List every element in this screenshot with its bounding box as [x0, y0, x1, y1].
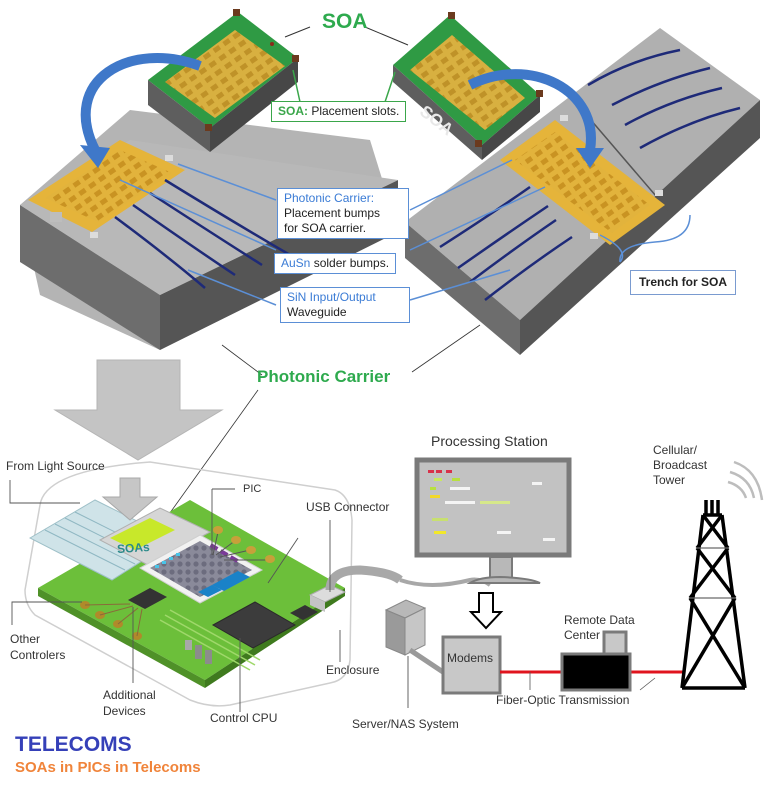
callout-highlight: Photonic Carrier: [284, 191, 375, 205]
usb-cable [325, 565, 403, 591]
enclosure-outline [24, 461, 353, 707]
label-tower-1: Cellular/ [653, 443, 698, 457]
radio-waves-icon [727, 460, 764, 501]
footer-title: TELECOMS [15, 733, 132, 756]
callout-highlight: AuSn [281, 256, 311, 270]
callout-ausn-solder-bumps: AuSn solder bumps. [274, 253, 397, 274]
footer-subtitle: SOAs in PICs in Telecoms [15, 759, 201, 776]
callout-highlight: SOA: [278, 104, 308, 118]
right-placement-arrow [467, 69, 596, 151]
soa-title: SOA [322, 10, 368, 33]
left-photonic-carrier [20, 110, 398, 350]
callout-photonic-carrier-bumps: Photonic Carrier: Placement bumps for SO… [277, 188, 409, 239]
label-tower-2: Broadcast [653, 458, 708, 472]
label-usb-connector: USB Connector [306, 500, 390, 514]
modems-down-arrow [468, 592, 504, 630]
callout-sin-waveguide: SiN Input/Output Waveguide [280, 287, 410, 323]
processing-station-monitor [414, 457, 572, 584]
callout-highlight: SiN Input/Output [287, 290, 376, 304]
label-remote-data-center-2: Center [564, 628, 601, 642]
callout-soa-placement-slots: SOA: Placement slots. [271, 101, 407, 122]
label-from-light-source: From Light Source [6, 459, 105, 473]
small-down-arrow [101, 477, 159, 521]
callout-text: Placement slots. [308, 104, 400, 118]
photonic-carrier-title: Photonic Carrier [257, 367, 391, 386]
callout-text: solder bumps. [310, 256, 390, 270]
callout-line-2: Placement bumps [284, 206, 381, 220]
callout-trench-for-soa: Trench for SOA [630, 270, 737, 295]
label-other-controllers-1: Other [10, 632, 41, 646]
label-fiber-optic-transmission: Fiber-Optic Transmission [496, 693, 630, 707]
label-additional-devices-2: Devices [103, 704, 146, 718]
left-placement-arrow [80, 53, 202, 153]
pic-chip [138, 534, 264, 604]
remote-data-center-box [560, 652, 632, 692]
broadcast-tower [680, 500, 747, 690]
right-soa-chip [393, 12, 543, 160]
big-down-arrow [53, 359, 224, 461]
modems-box [441, 635, 502, 695]
label-processing-station: Processing Station [431, 433, 548, 449]
callout-arrows [119, 159, 691, 306]
label-modems: Modems [447, 651, 494, 665]
label-other-controllers-2: Controlers [10, 648, 66, 662]
right-placement-arrow-head [576, 148, 604, 168]
left-placement-arrow-head [80, 145, 110, 168]
label-remote-data-center-1: Remote Data [564, 613, 635, 627]
label-server-nas-system: Server/NAS System [352, 717, 459, 731]
label-tower-3: Tower [653, 473, 686, 487]
left-soa-chip [148, 9, 299, 152]
pic-capacitors [212, 526, 275, 563]
label-pic: PIC [243, 483, 262, 495]
server-nas-tower [384, 599, 427, 656]
right-photonic-carrier [405, 28, 760, 355]
label-control-cpu: Control CPU [210, 711, 278, 725]
label-additional-devices-1: Additional [103, 688, 156, 702]
additional-devices-capacitors [80, 601, 143, 640]
label-enclosure: Enclosure [326, 663, 380, 677]
callout-line-3: for SOA carrier. [284, 221, 367, 235]
label-soas: SOAs [116, 539, 151, 557]
callout-line-2: Waveguide [287, 305, 347, 319]
